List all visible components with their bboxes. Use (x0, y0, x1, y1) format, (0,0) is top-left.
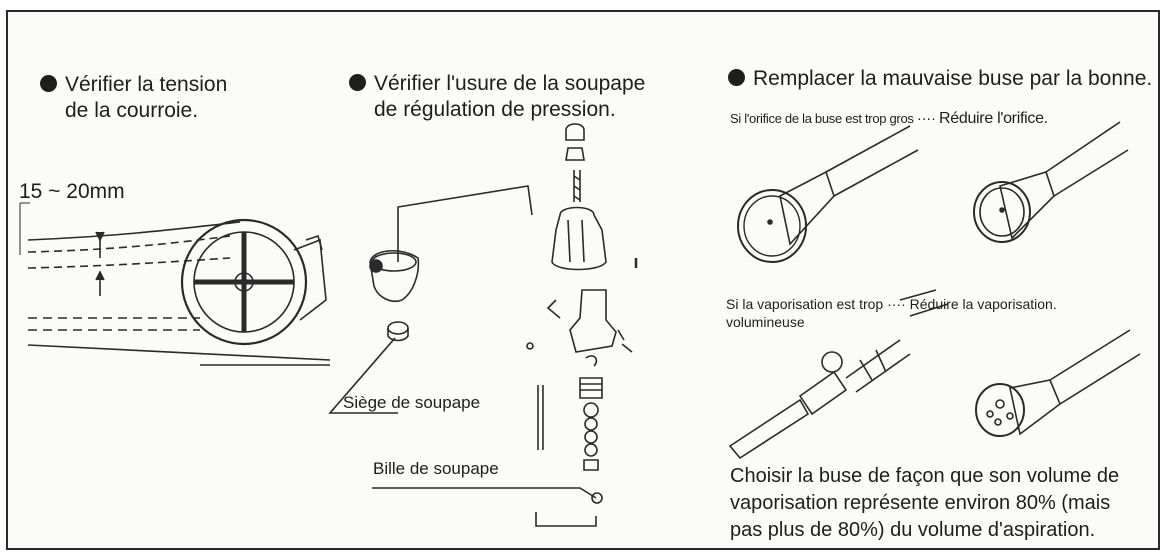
valve-heading-line2: de régulation de pression. (374, 98, 616, 121)
bullet-icon (40, 75, 57, 92)
case2-dots: ···· (887, 296, 906, 312)
bullet-icon (349, 74, 366, 91)
nozzle-multi-hole-illustration (975, 329, 1141, 437)
case1-condition: Si l'orifice de la buse est trop gros (730, 111, 914, 126)
case2-condition-line1: Si la vaporisation est trop (726, 296, 884, 312)
nozzle-reduced-orifice-illustration (973, 121, 1129, 243)
bullet-icon (728, 69, 745, 86)
nozzle-heading-text: Remplacer la mauvaise buse par la bonne. (753, 67, 1153, 90)
note-line3: pas plus de 80%) du volume d'aspiration. (730, 519, 1096, 541)
belt-pulley-illustration (19, 202, 331, 366)
pressure-valve-exploded-illustration (328, 123, 638, 527)
valve-check-heading: Vérifier l'usure de la soupape (349, 72, 645, 96)
valve-ball-label: Bille de soupape (373, 459, 499, 478)
note-line1: Choisir la buse de façon que son volume … (730, 465, 1120, 487)
belt-check-heading: Vérifier la tension (40, 73, 227, 97)
case1-row: Si l'orifice de la buse est trop gros ··… (730, 110, 1048, 128)
belt-heading-line2: de la courroie. (65, 99, 199, 122)
note-line2: vaporisation représente environ 80% (mai… (730, 492, 1111, 514)
case2-condition-line2: volumineuse (726, 314, 805, 330)
valve-seat-label: Siège de soupape (343, 393, 481, 412)
case2-action: Réduire la vaporisation. (909, 296, 1057, 312)
case1-action: Réduire l'orifice. (939, 110, 1048, 127)
nozzle-replace-heading: Remplacer la mauvaise buse par la bonne. (728, 67, 1152, 91)
case2-row: Si la vaporisation est trop ···· Réduire… (726, 296, 1057, 312)
case1-dots: ···· (916, 110, 936, 127)
valve-heading-line1: Vérifier l'usure de la soupape (374, 72, 646, 95)
spray-lance-illustration (728, 289, 949, 460)
belt-tension-dimension: 15 ~ 20mm (19, 180, 125, 203)
belt-heading-line1: Vérifier la tension (65, 73, 228, 96)
nozzle-large-orifice-illustration (737, 125, 919, 263)
